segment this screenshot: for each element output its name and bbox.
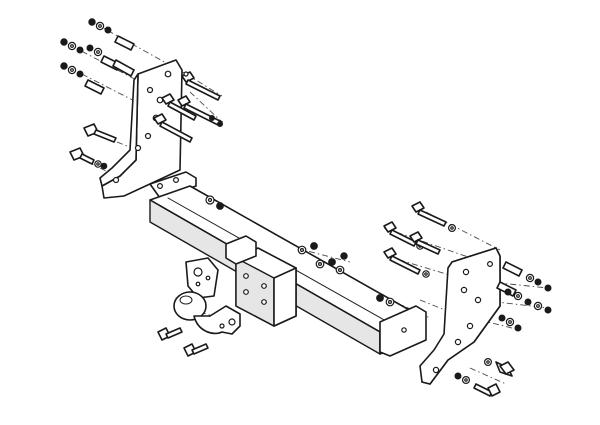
left-nut-stack-2 [60, 38, 135, 77]
tow-ball [173, 291, 241, 335]
center-mounting-block [225, 235, 297, 327]
right-mounting-bracket [419, 247, 501, 385]
left-mounting-bracket [99, 59, 197, 199]
right-spacer-stack [496, 261, 552, 332]
left-nut-stack-1 [88, 18, 135, 51]
right-lower-bolts [454, 358, 515, 397]
socket-plate [185, 257, 219, 299]
left-lower-bolts [69, 123, 117, 170]
left-bracket-bolts [153, 71, 223, 143]
towball-bolts [157, 327, 209, 357]
center-nut-stack [297, 242, 348, 275]
beam-nut-right [376, 294, 395, 307]
right-upper-bolts [383, 201, 457, 278]
left-nut-stack-3 [60, 62, 105, 95]
beam-nut-left [205, 195, 224, 210]
